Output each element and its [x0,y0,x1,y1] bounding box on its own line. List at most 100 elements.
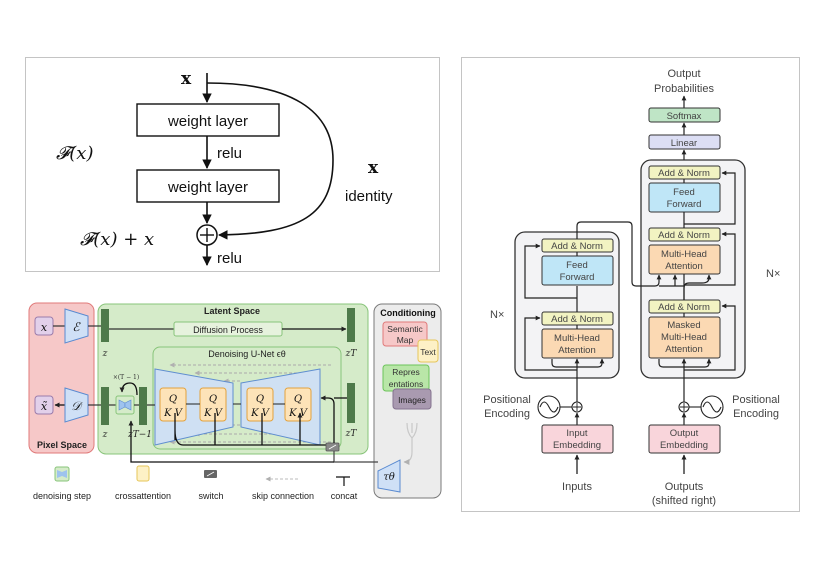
qkv-kv-label: K V [288,408,309,419]
encoder-pos-plus-icon [573,403,581,411]
output-embedding-label-1: Output [670,428,699,439]
relu-out-label: relu [217,250,242,267]
x-tilde-box [34,395,54,415]
encoder-positional-label-1: Positional [483,394,531,406]
masked-attention-qkv [658,359,709,368]
encoder-add-norm-2-label: Add & Norm [551,241,603,252]
repeat-label: ×(T − 1) [113,374,139,381]
qkv-kv-label: K V [250,408,271,419]
z-bottom-bar [101,387,109,425]
input-embedding-label-1: Input [566,428,587,439]
legend-crossattention: crossattention [115,491,171,501]
legend-switch: switch [198,491,223,501]
relu-mid-label: relu [217,145,242,162]
softmax-label: Softmax [667,111,702,122]
encoder-shape [64,308,89,344]
transformer-panel: Output Probabilities Softmax Linear N× A… [461,57,800,512]
outputs-label-1: Outputs [665,481,704,493]
denoising-step-icon-l [57,470,62,478]
encoder-residual-1 [524,315,577,371]
decoder-mha-label-1: Multi-Head [661,249,707,260]
zT-bottom-label: zT [345,429,358,439]
resnet-input-label: x [181,69,192,89]
legend-denoising-step: denoising step [33,491,91,501]
input-embedding-label-2: Embedding [553,440,601,451]
z-top-label: z [102,349,108,359]
zT-bottom-bar [347,383,355,423]
z-top-bar [101,309,109,342]
encoder-ff-label-2: Forward [560,272,595,283]
pixel-space-title: Pixel Space [37,440,87,450]
representations-label-2: entations [389,379,424,389]
semantic-label-1: Semantic [387,324,423,334]
decoder-residual-3 [684,170,736,225]
legend-concat: concat [331,491,358,501]
qkv-kv-label: K V [163,408,184,419]
zT1-label: zT−1 [127,430,152,440]
decoder-positional-label-1: Positional [732,394,780,406]
qkv-blocks: QK VQK VQK VQK V [159,387,312,422]
decoder-nx-label: N× [766,268,780,280]
concat-icon [336,476,350,486]
decoder-add-norm-1-label: Add & Norm [658,302,710,313]
legend-skip-connection: skip connection [252,491,314,501]
decoder-label: 𝒟 [71,399,83,413]
tau-label: τθ [383,472,395,483]
transformer-panel-border [461,57,800,512]
encoder-mha-label-1: Multi-Head [554,333,600,344]
cross-attention-q [683,274,712,300]
crossattention-icon [136,465,150,482]
encoder-residual-2 [524,243,577,299]
conditioning-title: Conditioning [380,308,435,318]
conditioning-bus-taps [214,430,301,445]
encoder-to-decoder-kv [576,221,662,287]
latent-space-title: Latent Space [204,306,260,316]
decoder-pos-plus-icon [680,403,688,411]
repeat-loop-arrow [119,382,138,396]
masked-mha-label-2: Multi-Head [661,332,707,343]
qkv-q-label: Q [256,394,264,405]
output-probabilities-line2: Probabilities [654,83,714,95]
linear-label: Linear [671,138,697,149]
decoder-ff-label-1: Feed [673,187,695,198]
encoder-attention-qkv [551,359,602,368]
decoder-add-norm-2-label: Add & Norm [658,230,710,241]
representations-label-1: Repres [392,367,419,377]
encoder-positional-label-2: Encoding [484,408,530,420]
skip-x-label: x [368,158,379,178]
ldm-legend: denoising step crossattention switch ski… [33,465,358,501]
text-label: Text [420,347,436,357]
output-embedding-box [648,424,721,454]
encoder-add-norm-1-label: Add & Norm [551,314,603,325]
crossattention-arrows [174,413,300,430]
qkv-kv-label: K V [203,408,224,419]
resnet-panel: x weight layer relu weight layer relu 𝓕(… [25,57,440,272]
fx-label: 𝓕(x) [56,143,93,164]
identity-skip-arrow [206,82,334,240]
conditioning-bus [174,429,333,446]
decoder-residual-1 [684,303,736,371]
text-box [417,339,439,363]
denoising-step-icon-r [62,470,67,478]
denoising-step-icon-right [124,399,132,411]
qkv-q-label: Q [209,394,217,405]
encoder-ff-label-1: Feed [566,260,588,271]
zT-top-bar [347,308,355,342]
decoder-mha-label-2: Attention [665,261,703,272]
output-embedding-label-2: Embedding [660,440,708,451]
decoder-positional-label-2: Encoding [733,408,779,420]
weight-layer-2-label: weight layer [167,179,248,196]
diffusion-process-label: Diffusion Process [193,325,263,335]
qkv-q-label: Q [169,394,177,405]
x-tilde-label: x̃ [41,400,48,413]
weight-layer-1 [136,103,280,137]
tau-to-denoise-arrow [128,420,334,463]
decoder-ff-label-2: Forward [667,199,702,210]
unet-label: Denoising U-Net ϵθ [208,349,286,359]
weight-layer-1-label: weight layer [167,113,248,130]
resnet-panel-border [25,57,440,272]
encoder-sine-wave [539,401,559,413]
linear-box [648,134,721,150]
images-box [392,388,432,410]
